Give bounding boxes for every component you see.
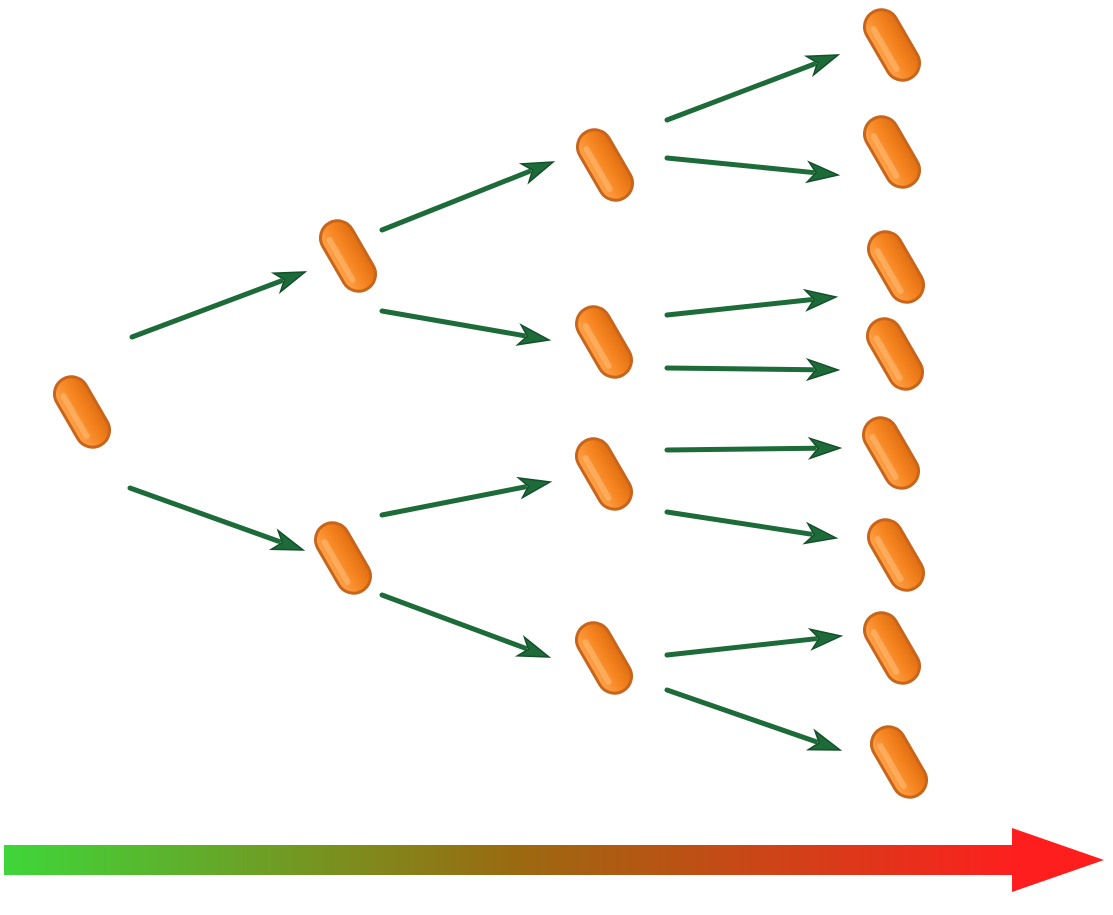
- arrow-shaft: [379, 592, 528, 651]
- cell-body: [314, 521, 372, 595]
- bacterium-cell: [576, 128, 634, 202]
- bacterium-cell: [867, 518, 925, 592]
- cell-highlight: [583, 146, 613, 192]
- arrow-head: [516, 476, 553, 500]
- cell-body: [867, 518, 925, 592]
- arrow-shaft: [379, 169, 532, 233]
- arrow-shaft: [664, 155, 815, 175]
- cell-body: [575, 621, 633, 695]
- division-arrow: [379, 308, 552, 346]
- cell-highlight: [874, 536, 904, 582]
- bacterium-cell: [53, 375, 111, 449]
- cell-highlight: [870, 133, 900, 179]
- bacterium-cell: [863, 8, 921, 82]
- cell-highlight: [582, 323, 612, 369]
- cell-body: [576, 128, 634, 202]
- arrow-shaft: [664, 509, 813, 537]
- division-arrow: [664, 288, 839, 318]
- arrow-shaft: [127, 485, 282, 544]
- cell-body: [863, 8, 921, 82]
- arrow-shaft: [129, 278, 284, 340]
- bacterium-cell: [866, 317, 924, 391]
- arrow-head: [805, 728, 843, 751]
- bacterium-cell: [575, 437, 633, 511]
- division-arrows: [127, 54, 844, 751]
- cell-body: [575, 437, 633, 511]
- cell-highlight: [877, 743, 907, 789]
- cell-body: [867, 230, 925, 304]
- bacteria-cells: [53, 8, 928, 799]
- bacterium-cell: [575, 305, 633, 379]
- division-arrow: [664, 358, 841, 382]
- cell-highlight: [60, 393, 90, 439]
- division-arrow: [664, 436, 843, 460]
- arrow-shaft: [379, 484, 527, 518]
- arrow-head: [807, 628, 844, 651]
- time-arrow: [4, 828, 1104, 892]
- cell-highlight: [870, 26, 900, 72]
- bacterium-cell: [863, 115, 921, 189]
- cell-highlight: [869, 434, 899, 480]
- arrow-shaft: [664, 61, 817, 123]
- cell-body: [862, 416, 920, 490]
- bacterium-cell: [867, 230, 925, 304]
- cell-highlight: [326, 237, 356, 283]
- arrow-head: [268, 528, 306, 551]
- arrow-shaft: [664, 636, 818, 658]
- cell-body: [863, 611, 921, 685]
- arrow-shaft: [664, 687, 818, 744]
- division-arrow: [664, 509, 839, 545]
- cell-highlight: [582, 455, 612, 501]
- time-arrow-head: [1012, 828, 1104, 892]
- cell-highlight: [321, 539, 351, 585]
- division-arrow: [664, 628, 844, 658]
- cell-body: [53, 375, 111, 449]
- division-arrow: [664, 687, 843, 751]
- arrow-head: [802, 288, 839, 312]
- time-arrow-shaft: [4, 845, 1024, 875]
- cell-body: [863, 115, 921, 189]
- arrow-head: [515, 323, 552, 346]
- bacterium-cell: [314, 521, 372, 595]
- arrow-shaft: [379, 308, 526, 339]
- cell-highlight: [582, 639, 612, 685]
- bacterium-cell: [575, 621, 633, 695]
- arrow-shaft: [664, 365, 815, 373]
- cell-highlight: [873, 335, 903, 381]
- bacterium-cell: [870, 725, 928, 799]
- arrow-head: [803, 54, 841, 78]
- cell-highlight: [870, 629, 900, 675]
- division-arrow: [664, 155, 841, 184]
- arrow-head: [802, 521, 839, 545]
- cell-body: [319, 219, 377, 293]
- division-arrow: [379, 161, 556, 233]
- arrow-head: [518, 161, 556, 185]
- bacterium-cell: [863, 611, 921, 685]
- arrow-head: [807, 436, 843, 460]
- division-arrow: [664, 54, 841, 123]
- arrow-head: [514, 635, 552, 658]
- division-arrow: [379, 592, 552, 658]
- arrow-head: [270, 271, 308, 295]
- cell-body: [866, 317, 924, 391]
- cell-highlight: [874, 248, 904, 294]
- division-arrow: [379, 476, 553, 518]
- cell-body: [575, 305, 633, 379]
- cell-body: [870, 725, 928, 799]
- division-arrow: [127, 485, 306, 551]
- arrow-head: [805, 358, 841, 382]
- arrow-shaft: [664, 445, 817, 453]
- arrow-shaft: [664, 297, 813, 318]
- arrow-head: [804, 160, 841, 184]
- bacterium-cell: [319, 219, 377, 293]
- division-arrow: [129, 271, 308, 340]
- bacterium-cell: [862, 416, 920, 490]
